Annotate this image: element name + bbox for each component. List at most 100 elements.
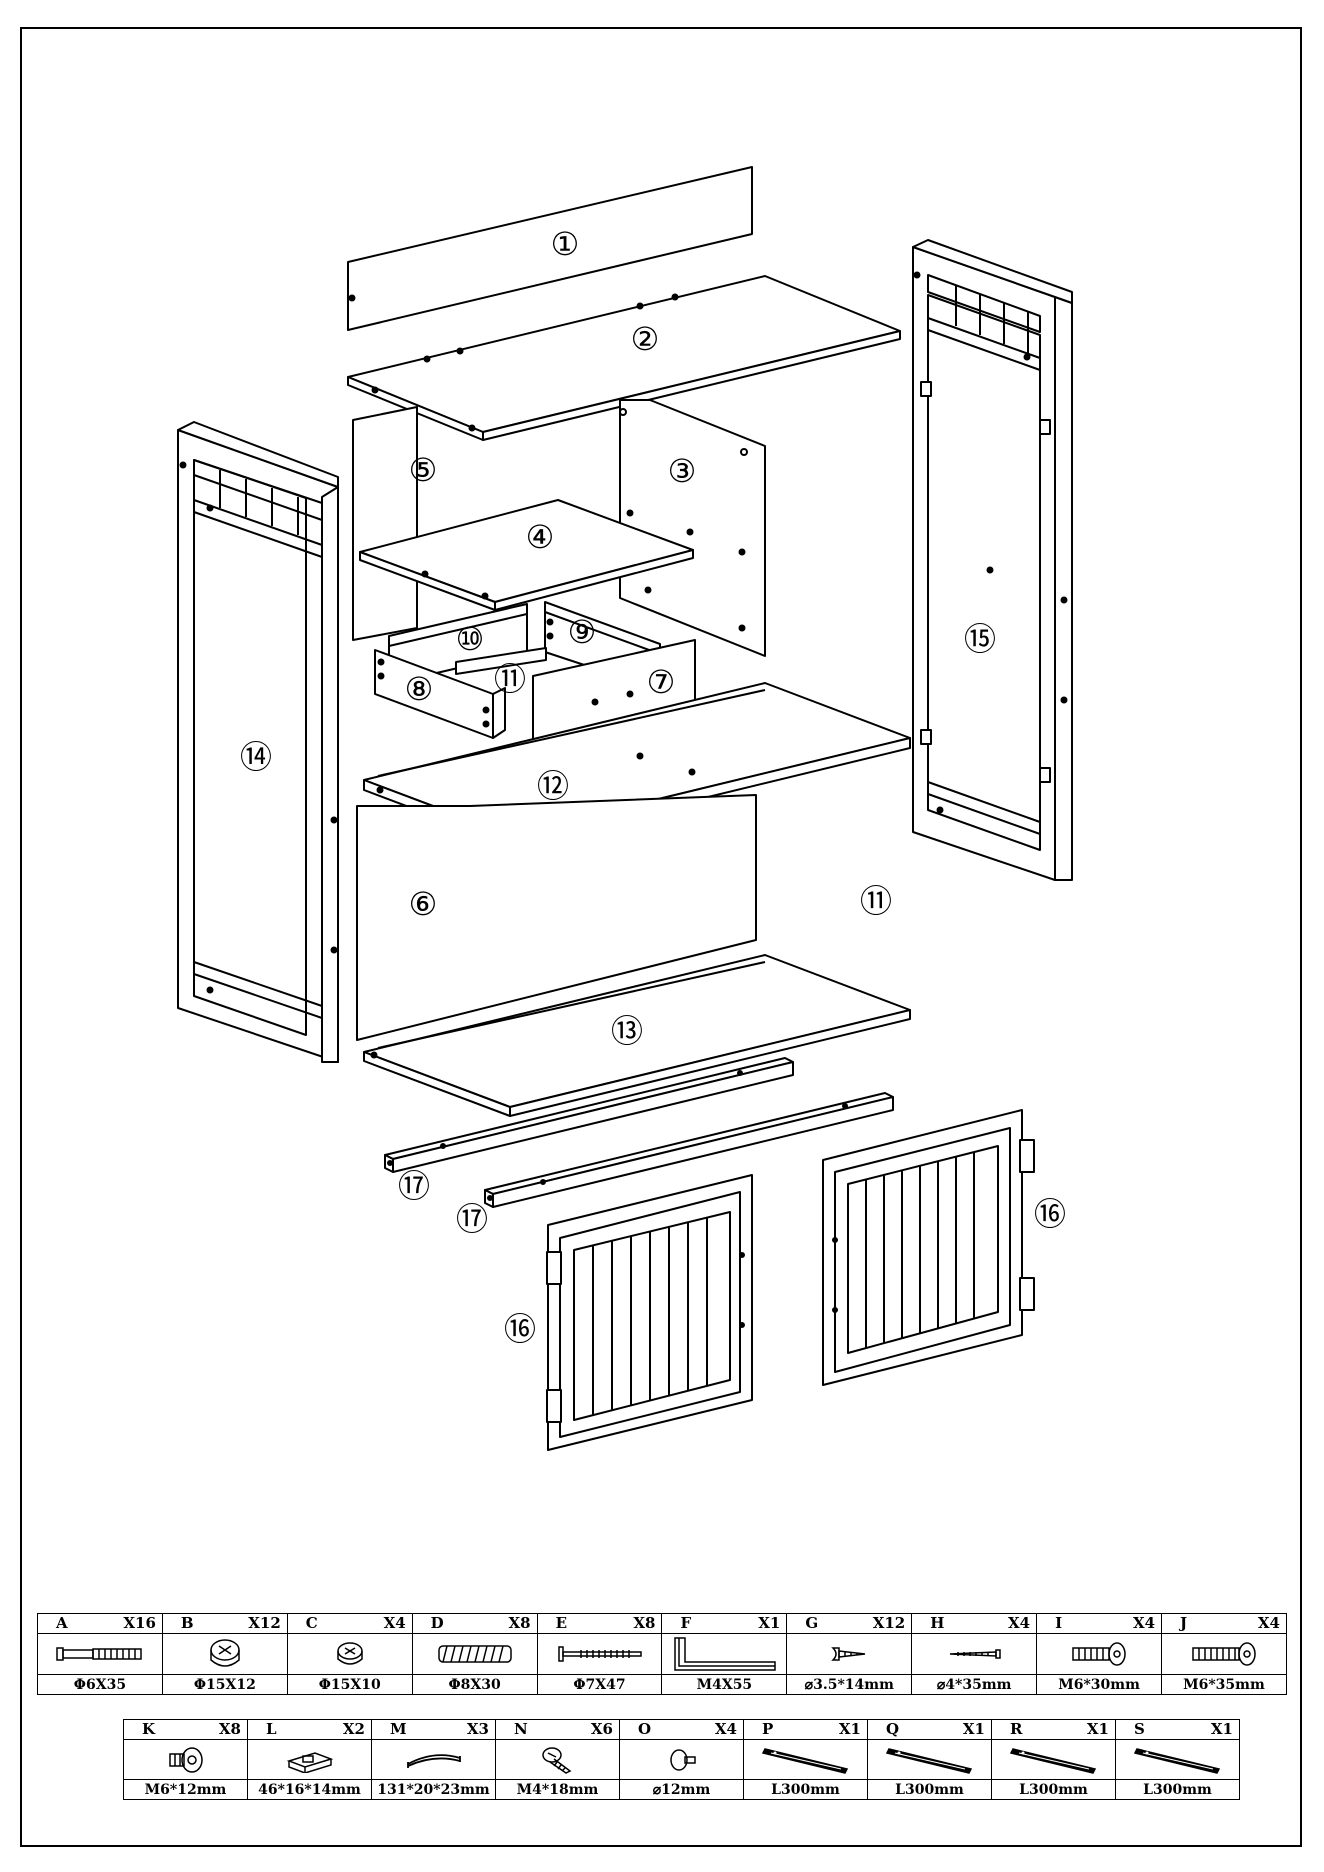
hardware-p-qty: X1 — [838, 1720, 861, 1738]
part-2-top-panel — [347, 275, 901, 441]
hardware-c-qty: X4 — [383, 1614, 406, 1632]
part-3-middle-divider — [619, 399, 766, 657]
part-5-upper-back-panel — [352, 406, 418, 641]
callout-16-left: ⑯ — [504, 1310, 536, 1348]
hardware-g-image — [786, 1633, 913, 1675]
callout-17-lower: ⑰ — [456, 1200, 488, 1238]
callout-2: ② — [631, 320, 660, 358]
hardware-d-qty: X8 — [508, 1614, 531, 1632]
hardware-p-image — [743, 1739, 868, 1780]
part-16-door-left — [546, 1174, 753, 1451]
handle-icon — [372, 1740, 495, 1779]
hardware-a-image — [37, 1633, 163, 1675]
hardware-a-letter: A — [56, 1614, 68, 1632]
callout-13: ⑬ — [611, 1012, 643, 1050]
page-border — [20, 27, 1302, 1847]
hardware-l-header: L X2 — [247, 1719, 372, 1740]
callout-9: ⑨ — [568, 613, 597, 651]
hardware-b-qty: X12 — [248, 1614, 281, 1632]
callout-17-upper: ⑰ — [398, 1167, 430, 1205]
magnetic-catch-icon — [248, 1740, 371, 1779]
callout-1: ① — [551, 225, 580, 263]
hardware-q-image — [867, 1739, 992, 1780]
hardware-f-header: F X1 — [661, 1613, 788, 1634]
hardware-g-letter: G — [805, 1614, 819, 1632]
hardware-s-letter: S — [1134, 1720, 1145, 1738]
hardware-j-image — [1161, 1633, 1287, 1675]
hardware-k-qty: X8 — [218, 1720, 241, 1738]
part-4-inner-shelf — [359, 499, 694, 611]
hardware-f-letter: F — [680, 1614, 692, 1632]
hardware-j-qty: X4 — [1257, 1614, 1280, 1632]
part-13-bottom-panel — [363, 954, 911, 1117]
hardware-k-image — [123, 1739, 248, 1780]
hex-bolt-icon — [1037, 1634, 1161, 1674]
bolt-icon — [38, 1634, 162, 1674]
hardware-e-letter: E — [555, 1614, 567, 1632]
hardware-j-spec: M6*35mm — [1161, 1674, 1287, 1695]
hardware-o-letter: O — [638, 1720, 652, 1738]
hex-bolt-long-icon — [1162, 1634, 1286, 1674]
hardware-r-qty: X1 — [1086, 1720, 1109, 1738]
part-8-drawer-side — [374, 649, 506, 739]
callout-5: ⑤ — [409, 451, 438, 489]
hardware-g-spec: ⌀3.5*14mm — [786, 1674, 913, 1695]
hardware-n-letter: N — [514, 1720, 528, 1738]
hardware-b-image — [161, 1633, 288, 1675]
hardware-n-header: N X6 — [495, 1719, 620, 1740]
cam-lock-small-icon — [288, 1634, 412, 1674]
drawer-slide-icon — [1116, 1740, 1239, 1779]
hardware-g-header: G X12 — [786, 1613, 913, 1634]
part-17-cross-bar-upper — [384, 1057, 794, 1173]
hardware-s-qty: X1 — [1210, 1720, 1233, 1738]
hardware-n-qty: X6 — [590, 1720, 613, 1738]
hardware-h-image — [911, 1633, 1038, 1675]
hardware-r-letter: R — [1010, 1720, 1023, 1738]
callout-6: ⑥ — [409, 885, 438, 923]
hardware-p-spec: L300mm — [743, 1779, 868, 1800]
exploded-view-diagram: ① ② ③ ④ ⑤ ⑥ ⑦ ⑧ ⑨ ⑩ ⑪ ⑪ ⑫ ⑬ ⑭ ⑮ ⑯ ⑯ ⑰ ⑰ — [177, 166, 1073, 1451]
hardware-s-spec: L300mm — [1115, 1779, 1240, 1800]
callout-11-drawer: ⑪ — [494, 660, 526, 698]
cam-lock-icon — [163, 1634, 287, 1674]
part-17-cross-bar-lower — [484, 1092, 894, 1208]
hardware-m-image — [371, 1739, 496, 1780]
hardware-q-letter: Q — [886, 1720, 900, 1738]
drawer-slide-icon — [992, 1740, 1115, 1779]
hardware-h-letter: H — [930, 1614, 945, 1632]
hardware-j-letter: J — [1180, 1614, 1188, 1632]
wood-screw-icon — [912, 1634, 1036, 1674]
dowel-icon — [413, 1634, 537, 1674]
part-14-left-side-frame — [177, 421, 339, 1063]
drawer-slide-icon — [868, 1740, 991, 1779]
hardware-q-qty: X1 — [962, 1720, 985, 1738]
hardware-d-spec: Φ8X30 — [411, 1674, 538, 1695]
hardware-f-image — [661, 1633, 788, 1675]
hardware-k-letter: K — [142, 1720, 156, 1738]
hardware-g-qty: X12 — [872, 1614, 906, 1632]
hardware-j-header: J X4 — [1161, 1613, 1287, 1634]
hardware-f-qty: X1 — [758, 1614, 781, 1632]
hardware-i-letter: I — [1055, 1614, 1063, 1632]
hardware-c-image — [286, 1633, 413, 1675]
hardware-l-letter: L — [266, 1720, 277, 1738]
short-screw-icon — [787, 1634, 911, 1674]
hardware-e-qty: X8 — [633, 1614, 656, 1632]
shelf-pin-icon — [620, 1740, 743, 1779]
callout-8: ⑧ — [405, 670, 434, 708]
hardware-l-qty: X2 — [342, 1720, 365, 1738]
hardware-b-letter: B — [180, 1614, 194, 1632]
hardware-s-image — [1115, 1739, 1240, 1780]
hardware-b-spec: Φ15X12 — [161, 1674, 288, 1695]
hardware-a-spec: Φ6X35 — [37, 1674, 163, 1695]
callout-15: ⑮ — [964, 620, 996, 658]
callout-16-right: ⑯ — [1034, 1195, 1066, 1233]
hardware-n-image — [495, 1739, 620, 1780]
